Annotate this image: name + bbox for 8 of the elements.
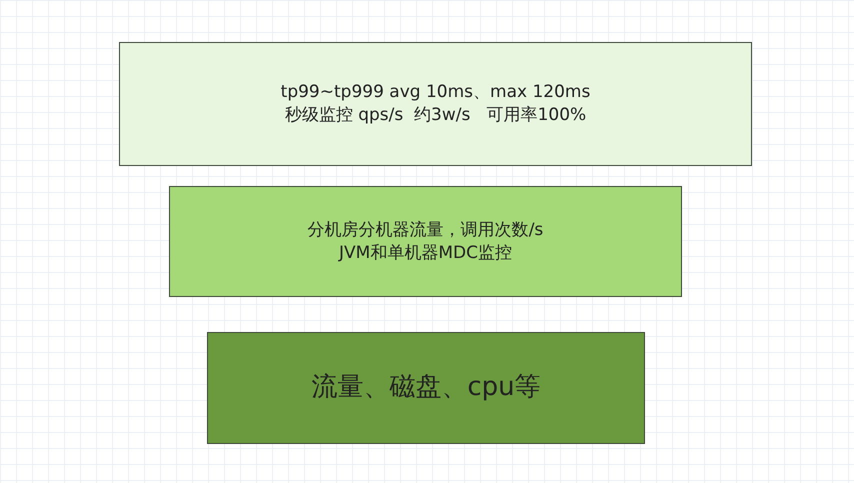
process-box — [169, 186, 682, 297]
box-text: 分机房分机器流量，调用次数/s — [308, 218, 544, 242]
process-box — [119, 42, 752, 166]
box-text: JVM和单机器MDC监控 — [339, 242, 512, 264]
box-text: 流量、磁盘、cpu等 — [311, 371, 541, 404]
box-text: 秒级监控 qps/s 约3w/s 可用率100% — [284, 104, 586, 127]
box-text: tp99~tp999 avg 10ms、max 120ms — [280, 81, 590, 104]
process-box — [207, 332, 645, 444]
